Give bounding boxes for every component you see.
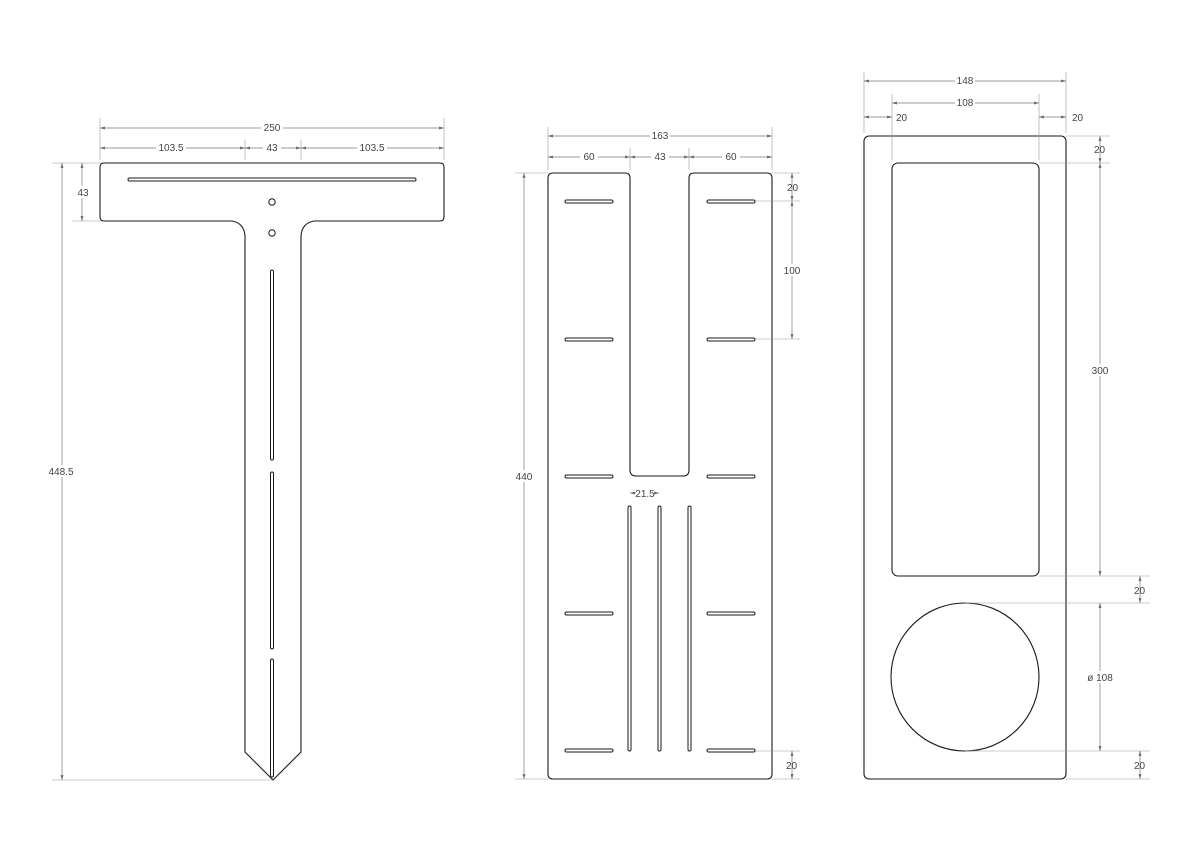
frame-window xyxy=(891,162,1040,577)
dim-frame-width-total: 148 xyxy=(957,76,974,87)
dim-jig-top-offset: 20 xyxy=(787,183,799,194)
dim-frame-margin-bottom: 20 xyxy=(1134,761,1146,772)
dim-t-stem-width: 43 xyxy=(266,143,278,154)
dim-t-flange-right: 103.5 xyxy=(359,143,384,154)
jig-slots-left xyxy=(564,199,614,753)
jig-dimensions: 163 60 43 60 20 100 20 440 2 xyxy=(514,127,802,780)
t-square-outline xyxy=(99,162,445,781)
t-square-part xyxy=(99,162,445,781)
dim-frame-margin-right: 20 xyxy=(1072,113,1084,124)
jig-outline xyxy=(547,172,773,780)
dim-frame-gap: 20 xyxy=(1134,586,1146,597)
dim-frame-margin-top: 20 xyxy=(1094,145,1106,156)
dim-jig-side-left: 60 xyxy=(583,152,595,163)
stem-slot-2 xyxy=(270,471,274,650)
dim-jig-side-right: 60 xyxy=(725,152,737,163)
dim-frame-window-width: 108 xyxy=(957,98,974,109)
dim-jig-slot-gap: 21.5 xyxy=(635,489,655,500)
jig-vertical-slots xyxy=(627,505,692,752)
dim-t-flange-left: 103.5 xyxy=(158,143,183,154)
dim-jig-total-height: 440 xyxy=(516,472,533,483)
frame-outline xyxy=(863,135,1067,780)
dim-frame-hole-diameter: ø 108 xyxy=(1087,673,1113,684)
flange-slot xyxy=(127,177,417,182)
dim-t-width-total: 250 xyxy=(264,123,281,134)
dim-jig-width-total: 163 xyxy=(652,131,669,142)
t-square-dimensions: 250 103.5 43 103.5 43 448.5 xyxy=(46,118,445,781)
hole-1 xyxy=(268,198,276,206)
slotted-jig-part xyxy=(547,172,773,780)
stem-slot-3 xyxy=(270,658,274,778)
frame-round-hole xyxy=(890,602,1040,752)
dim-jig-bottom-offset: 20 xyxy=(786,761,798,772)
jig-slots-right xyxy=(706,199,756,753)
dim-t-total-height: 448.5 xyxy=(48,467,73,478)
dim-frame-margin-left: 20 xyxy=(896,113,908,124)
dim-jig-slot-width: 43 xyxy=(654,152,666,163)
stem-slot-1 xyxy=(270,269,274,461)
dim-t-flange-height: 43 xyxy=(77,188,89,199)
dim-jig-spacing: 100 xyxy=(784,266,801,277)
hole-2 xyxy=(268,229,276,237)
frame-dimensions: 148 108 20 20 20 300 20 ø 108 20 xyxy=(863,72,1150,780)
frame-part xyxy=(863,135,1067,780)
dim-frame-window-height: 300 xyxy=(1092,366,1109,377)
